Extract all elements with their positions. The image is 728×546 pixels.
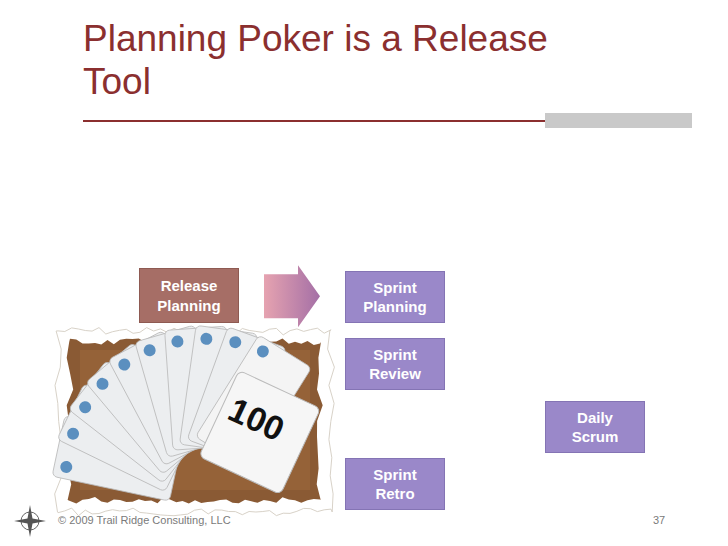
ceremony-box: Daily Scrum [545, 401, 645, 453]
front-card [199, 370, 321, 494]
ceremony-box: Sprint Planning [345, 271, 445, 323]
slide-number: 37 [653, 514, 665, 526]
box-label: Release Planning [146, 276, 232, 315]
title-rule-block [545, 113, 692, 128]
poker-cards-photo [52, 325, 334, 516]
box-label: Sprint Planning [352, 278, 438, 317]
slide-title: Planning Poker is a Release Tool [83, 18, 623, 103]
block-arrow [264, 265, 320, 327]
box-label: Daily Scrum [552, 408, 638, 447]
compass-logo [14, 505, 46, 537]
box-label: Sprint Retro [352, 465, 438, 504]
box-label: Sprint Review [352, 345, 438, 384]
release-box: Release Planning [139, 268, 239, 323]
ceremony-box: Sprint Review [345, 338, 445, 390]
ceremony-box: Sprint Retro [345, 458, 445, 510]
copyright-note: © 2009 Trail Ridge Consulting, LLC [58, 514, 231, 526]
